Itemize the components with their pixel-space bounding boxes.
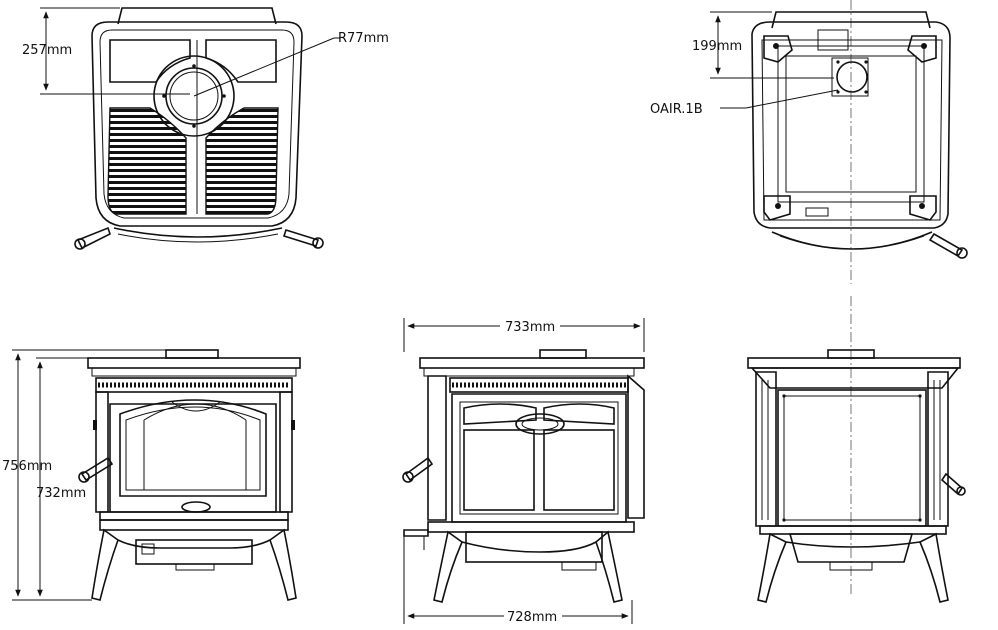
side-base-width-label: 728mm	[507, 610, 557, 625]
bottom-depth-label: 199mm	[692, 39, 742, 54]
top-view: 257mm R77mm	[22, 7, 389, 250]
top-depth-label: 257mm	[22, 43, 72, 58]
front-view: 756mm 732mm	[2, 349, 301, 601]
bottom-view: 199mm OAIR.1B	[650, 0, 968, 284]
side-view: 733mm 728mm	[402, 318, 645, 625]
front-height-label: 756mm	[2, 459, 52, 474]
side-top-width-label: 733mm	[505, 320, 555, 335]
front-inner-height-label: 732mm	[36, 486, 86, 501]
outside-air-label: OAIR.1B	[650, 102, 703, 117]
top-flue-radius-label: R77mm	[338, 31, 389, 46]
back-view	[747, 296, 966, 603]
